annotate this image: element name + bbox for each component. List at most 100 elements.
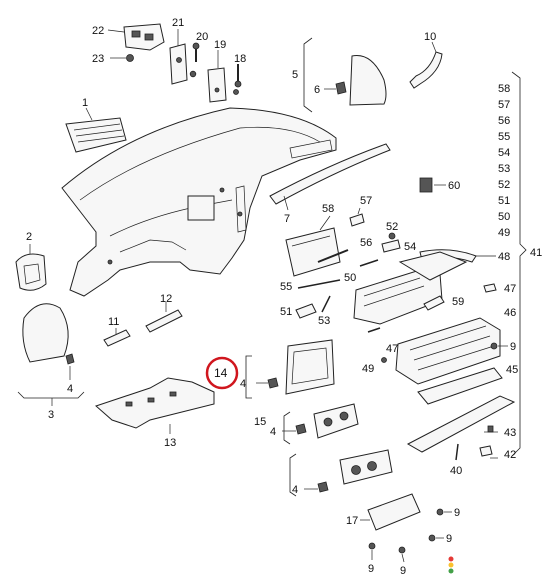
- label-13: 13: [164, 437, 176, 449]
- part-7-trim-strip: [269, 143, 391, 205]
- label-40: 40: [450, 465, 462, 477]
- part-20-screw: [189, 42, 200, 78]
- part-4-clip-panel: [295, 423, 307, 435]
- part-40-pin: [455, 443, 459, 461]
- label-47-right: 47: [504, 283, 516, 295]
- label-58-left: 58: [322, 203, 334, 215]
- label-12: 12: [160, 293, 172, 305]
- label-9-e: 9: [510, 341, 516, 353]
- label-1: 1: [82, 97, 88, 109]
- part-1-air-vent: [65, 117, 127, 153]
- status-dot-green: [448, 568, 454, 574]
- label-17: 17: [346, 515, 358, 527]
- list-51: 51: [498, 195, 510, 207]
- label-15: 15: [254, 416, 266, 428]
- label-47-left: 47: [386, 343, 398, 355]
- label-45: 45: [506, 364, 518, 376]
- status-dot-red: [448, 556, 454, 562]
- label-20: 20: [196, 31, 208, 43]
- part-23-nut: [126, 54, 134, 62]
- list-54: 54: [498, 147, 510, 159]
- label-46: 46: [504, 307, 516, 319]
- part-dashboard-body: [61, 107, 337, 297]
- part-4-clip-left: [65, 353, 75, 365]
- label-3: 3: [48, 409, 54, 421]
- label-18: 18: [234, 53, 246, 65]
- highlight-circle: [205, 356, 239, 390]
- part-strip-lower: [406, 395, 516, 453]
- label-51: 51: [280, 306, 292, 318]
- label-43: 43: [504, 427, 516, 439]
- part-lower-control-panel: [339, 449, 393, 485]
- label-6: 6: [314, 84, 320, 96]
- screw-9-right: [490, 342, 498, 350]
- part-12-bracket: [145, 309, 183, 333]
- part-6-clip: [335, 81, 347, 95]
- part-2-side-vent: [15, 253, 47, 291]
- label-9-d: 9: [400, 565, 406, 577]
- part-58-storage-box: [285, 227, 341, 277]
- label-55: 55: [280, 281, 292, 293]
- label-4-frame: 4: [240, 378, 246, 390]
- label-5: 5: [292, 69, 298, 81]
- part-42-clip: [479, 445, 493, 457]
- part-51-bracket: [295, 303, 317, 319]
- label-11: 11: [108, 316, 119, 328]
- part-13-floor-insulation: [95, 377, 215, 429]
- label-50: 50: [344, 272, 356, 284]
- part-49-clip: [381, 357, 387, 363]
- label-21: 21: [172, 17, 184, 29]
- label-7: 7: [284, 213, 290, 225]
- part-17-lid: [367, 493, 421, 531]
- list-49: 49: [498, 227, 510, 239]
- list-56: 56: [498, 115, 510, 127]
- label-22: 22: [92, 25, 104, 37]
- part-5-speaker-cover: [349, 55, 387, 106]
- part-60-switch: [419, 177, 433, 193]
- label-49: 49: [362, 363, 374, 375]
- label-9-c: 9: [368, 563, 374, 575]
- part-59-bracket: [423, 295, 445, 311]
- part-14-frame: [285, 339, 335, 395]
- label-4-panel: 4: [270, 426, 276, 438]
- list-52: 52: [498, 179, 510, 191]
- part-15-control-panel: [313, 403, 359, 439]
- part-22-bracket: [123, 23, 165, 51]
- status-dot-yellow: [448, 562, 454, 568]
- label-53: 53: [318, 315, 330, 327]
- label-23: 23: [92, 53, 104, 65]
- part-46-glovebox: [395, 317, 501, 385]
- list-53: 53: [498, 163, 510, 175]
- part-55-wire: [297, 279, 341, 289]
- part-47-clip: [483, 283, 497, 293]
- list-50: 50: [498, 211, 510, 223]
- part-10-hook: [409, 51, 443, 89]
- part-11-bracket: [103, 329, 131, 347]
- part-57-clip: [349, 213, 365, 227]
- label-41: 41: [530, 247, 542, 259]
- label-4-left: 4: [67, 383, 73, 395]
- label-59: 59: [452, 296, 464, 308]
- part-43-clip: [487, 425, 494, 433]
- part-56-rod: [317, 249, 349, 263]
- label-56: 56: [360, 237, 372, 249]
- part-45-panel: [417, 367, 503, 405]
- list-57: 57: [498, 99, 510, 111]
- part-18-screw: [233, 64, 242, 95]
- label-9-a: 9: [454, 507, 460, 519]
- list-55: 55: [498, 131, 510, 143]
- part-21-bracket: [169, 43, 188, 85]
- screw-9-bottom: [368, 508, 444, 554]
- part-glovebox-housing: [353, 251, 468, 325]
- part-50-pin: [359, 259, 379, 267]
- part-19-clip: [207, 67, 227, 103]
- part-3-side-cover: [22, 303, 69, 363]
- list-58: 58: [498, 83, 510, 95]
- label-4-lower: 4: [292, 484, 298, 496]
- part-53-pin: [321, 295, 331, 313]
- label-48-left: 48: [498, 251, 510, 263]
- label-57-left: 57: [360, 195, 372, 207]
- part-54-clip: [381, 239, 401, 253]
- label-2: 2: [26, 231, 32, 243]
